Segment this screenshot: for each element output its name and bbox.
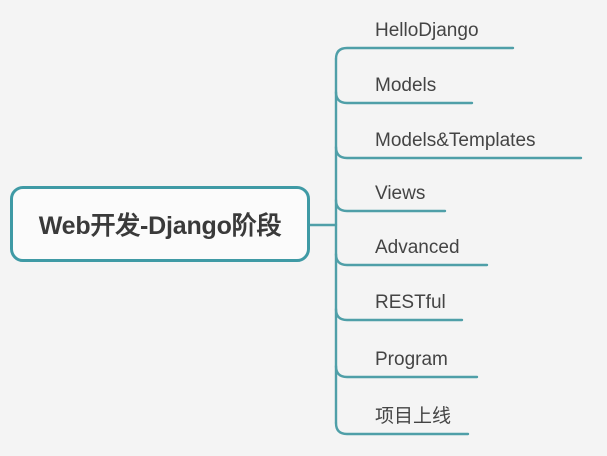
branch-node-label: Advanced	[375, 237, 460, 258]
root-node-label: Web开发-Django阶段	[38, 212, 282, 240]
branch-node-label: Program	[375, 349, 448, 370]
branch-node-label: Models&Templates	[375, 130, 536, 151]
branch-node-label: 项目上线	[375, 406, 452, 427]
branch-node[interactable]: Program	[375, 350, 448, 369]
branch-connector	[334, 46, 515, 61]
branch-node-label: RESTful	[375, 292, 446, 313]
branch-node[interactable]: RESTful	[375, 293, 446, 312]
root-node[interactable]: Web开发-Django阶段	[10, 186, 310, 262]
branch-node[interactable]: 项目上线	[375, 407, 451, 426]
branch-node[interactable]: HelloDjango	[375, 21, 479, 40]
branch-node-label: Views	[375, 183, 426, 204]
branch-node[interactable]: Advanced	[375, 238, 460, 257]
branch-node-label: Models	[375, 75, 437, 96]
branch-node-label: HelloDjango	[375, 20, 479, 41]
branch-node[interactable]: Models&Templates	[375, 131, 536, 150]
branch-node[interactable]: Views	[375, 184, 425, 203]
branch-node[interactable]: Models	[375, 76, 436, 95]
